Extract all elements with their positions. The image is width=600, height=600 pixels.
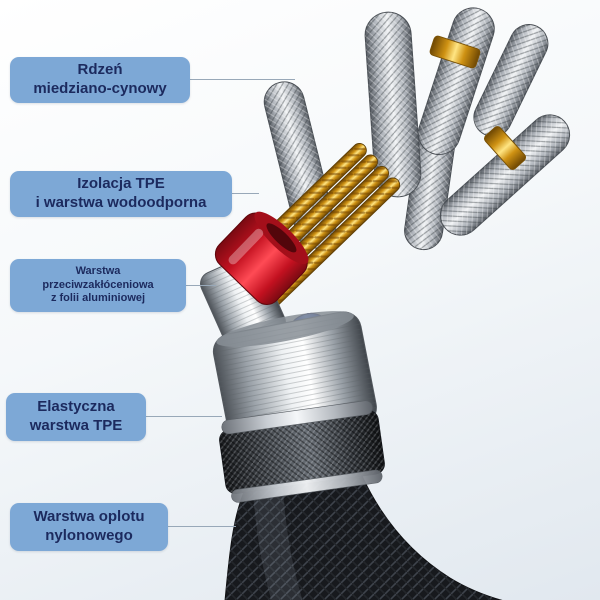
connector-nylon-braid xyxy=(168,526,236,527)
label-nylon-braid: Warstwa oplotu nylonowego xyxy=(10,503,168,551)
nylon-jacket xyxy=(224,475,503,600)
connector-insulation xyxy=(232,193,259,194)
label-flexible-tpe-line: warstwa TPE xyxy=(29,417,123,434)
label-insulation-line: i warstwa wodoodporna xyxy=(35,194,207,211)
label-core-line: Rdzeń xyxy=(77,61,123,79)
red-insulation xyxy=(214,211,309,305)
label-shielding-line: przeciwzakłóceniowa xyxy=(42,278,154,291)
connector-shielding xyxy=(186,285,216,286)
label-core: Rdzeń miedziano-cynowy xyxy=(10,57,190,103)
label-insulation: Izolacja TPE i warstwa wodoodporna xyxy=(10,171,232,217)
label-flexible-tpe: Elastyczna warstwa TPE xyxy=(6,393,146,441)
label-core-line: miedziano-cynowy xyxy=(33,80,167,97)
label-insulation-line: Izolacja TPE xyxy=(77,175,165,193)
gold-ferrule-band xyxy=(483,126,527,170)
label-flexible-tpe-line: Elastyczna xyxy=(37,398,115,416)
label-nylon-braid-line: nylonowego xyxy=(45,527,133,544)
label-nylon-braid-line: Warstwa oplotu xyxy=(33,508,145,526)
metal-collar xyxy=(219,400,385,503)
label-shielding: Warstwa przeciwzakłóceniowa z folii alum… xyxy=(10,259,186,312)
connector-flexible-tpe xyxy=(146,416,222,417)
label-shielding-line: z folii aluminiowej xyxy=(50,292,146,305)
gold-ferrule-band xyxy=(429,35,481,69)
label-shielding-line: Warstwa xyxy=(75,264,121,277)
connector-core xyxy=(190,79,295,80)
